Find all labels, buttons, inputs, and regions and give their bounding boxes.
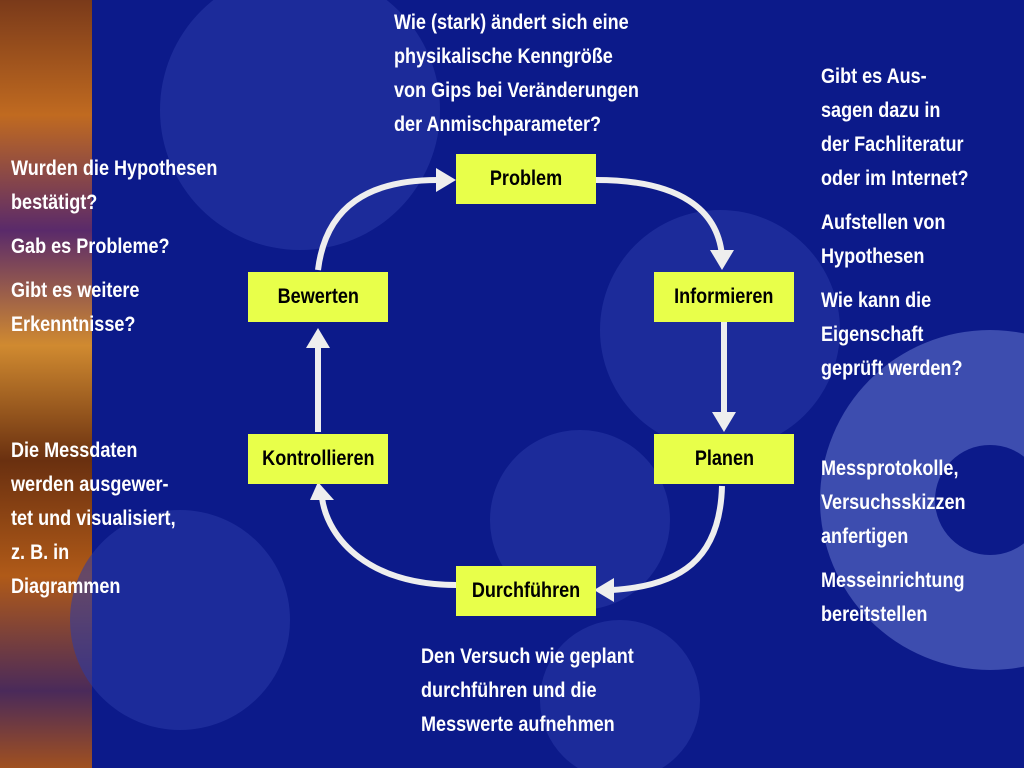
problem-question-line: Wie (stark) ändert sich eine [394, 11, 629, 34]
informieren-note: Aufstellen von Hypothesen [821, 206, 969, 274]
kontrollieren-note: Die Messdaten werden ausgewer- tet und v… [11, 434, 176, 604]
planen-note: Messprotokolle, Versuchsskizzen anfertig… [821, 452, 966, 554]
problem-question: Wie (stark) ändert sich eine physikalisc… [394, 6, 639, 142]
note-line: durchführen und die [421, 679, 597, 702]
box-problem: Problem [456, 154, 596, 204]
note-line: oder im Internet? [821, 167, 969, 190]
arrow-problem-informieren [595, 177, 725, 257]
durchfuehren-note: Den Versuch wie geplant durchführen und … [421, 640, 634, 742]
note-line: Messprotokolle, [821, 457, 959, 480]
gear-right-hole [935, 445, 1024, 555]
note-line: der Fachliteratur [821, 133, 964, 156]
note-line: werden ausgewer- [11, 473, 169, 496]
note-line: Messwerte aufnehmen [421, 713, 615, 736]
planen-notes: Messprotokolle, Versuchsskizzen anfertig… [821, 452, 966, 642]
note-line: Diagrammen [11, 575, 121, 598]
arrow-bewerten-problem [315, 177, 439, 271]
note-line: sagen dazu in [821, 99, 941, 122]
note-line: Gibt es Aus- [821, 65, 927, 88]
arrow-planen-durchfuehren [611, 485, 725, 593]
note-line: bestätigt? [11, 191, 98, 214]
informieren-note: Wie kann die Eigenschaft geprüft werden? [821, 284, 969, 386]
note-line: Gab es Probleme? [11, 235, 170, 258]
bewerten-note: Gibt es weitere Erkenntnisse? [11, 274, 217, 342]
problem-question-line: von Gips bei Veränderungen [394, 79, 639, 102]
box-informieren-label: Informieren [674, 285, 774, 308]
bewerten-notes: Wurden die Hypothesen bestätigt? Gab es … [11, 152, 217, 352]
box-kontrollieren-label: Kontrollieren [261, 447, 375, 470]
box-problem-label: Problem [489, 167, 563, 190]
note-line: Wurden die Hypothesen [11, 157, 218, 180]
box-planen-label: Planen [694, 447, 754, 470]
note-line: Messeinrichtung [821, 569, 965, 592]
note-line: Wie kann die [821, 289, 932, 312]
note-line: Eigenschaft [821, 323, 924, 346]
note-line: Aufstellen von [821, 211, 946, 234]
cycle-arrows [306, 168, 736, 602]
box-durchfuehren-label: Durchführen [471, 579, 581, 602]
bewerten-note: Gab es Probleme? [11, 230, 217, 264]
informieren-note: Gibt es Aus- sagen dazu in der Fachliter… [821, 60, 969, 196]
note-line: Hypothesen [821, 245, 925, 268]
note-line: Erkenntnisse? [11, 313, 136, 336]
informieren-notes: Gibt es Aus- sagen dazu in der Fachliter… [821, 60, 969, 396]
gear-right [820, 330, 1024, 670]
box-bewerten-label: Bewerten [277, 285, 359, 308]
planen-note: Messeinrichtung bereitstellen [821, 564, 966, 632]
problem-question-line: der Anmischparameter? [394, 113, 602, 136]
problem-question-line: physikalische Kenngröße [394, 45, 613, 68]
box-bewerten: Bewerten [248, 272, 388, 322]
box-informieren: Informieren [654, 272, 794, 322]
note-line: bereitstellen [821, 603, 928, 626]
note-line: anfertigen [821, 525, 909, 548]
note-line: Die Messdaten [11, 439, 138, 462]
box-planen: Planen [654, 434, 794, 484]
note-line: Den Versuch wie geplant [421, 645, 634, 668]
arrow-durchfuehren-kontrollieren [319, 497, 457, 588]
box-kontrollieren: Kontrollieren [248, 434, 388, 484]
bewerten-note: Wurden die Hypothesen bestätigt? [11, 152, 217, 220]
note-line: geprüft werden? [821, 357, 963, 380]
note-line: Versuchsskizzen [821, 491, 966, 514]
note-line: tet und visualisiert, [11, 507, 176, 530]
box-durchfuehren: Durchführen [456, 566, 596, 616]
gear-decorations [70, 0, 840, 768]
note-line: Gibt es weitere [11, 279, 140, 302]
note-line: z. B. in [11, 541, 70, 564]
